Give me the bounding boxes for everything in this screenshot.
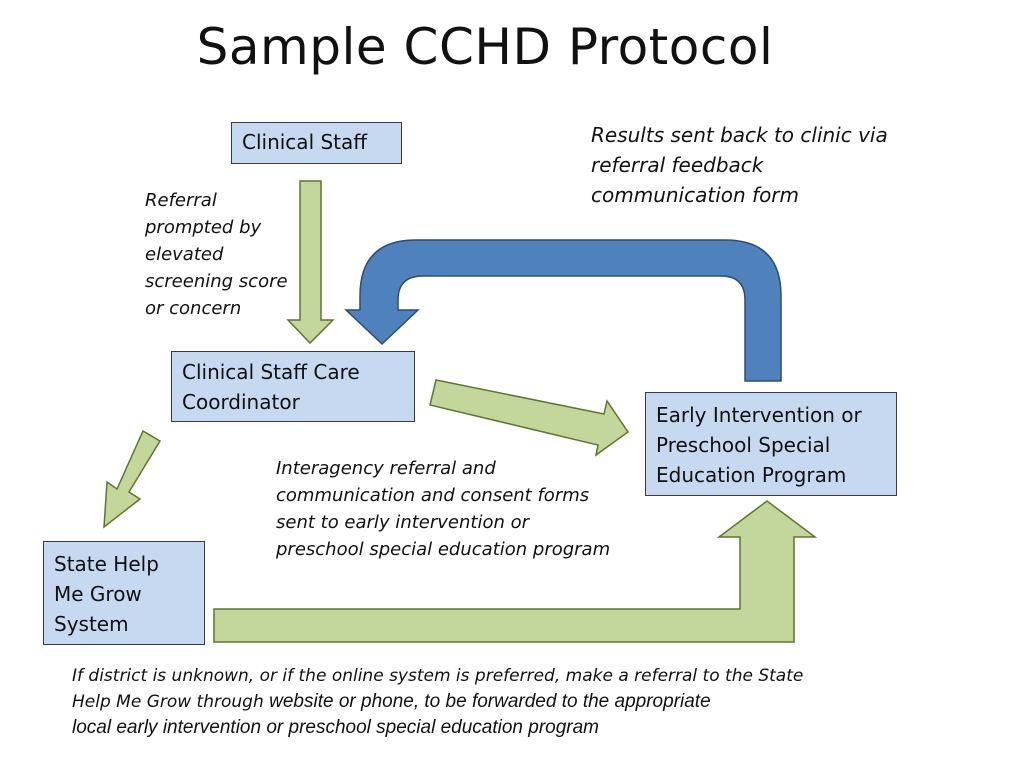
interagency-line2: communication and consent forms <box>276 485 590 506</box>
state-hmg-label-line1: State Help <box>54 552 159 576</box>
referral-prompt-line5: or concern <box>145 298 242 319</box>
early-intervention-label-line2: Preschool Special <box>656 433 831 457</box>
state-hmg-label-line3: System <box>54 612 129 636</box>
early-intervention-label-line1: Early Intervention or <box>656 403 862 427</box>
referral-prompt-line2: prompted by <box>145 217 262 238</box>
page-title: Sample CCHD Protocol <box>196 18 774 76</box>
referral-prompt-line1: Referral <box>145 190 217 211</box>
state-hmg-label-line2: Me Grow <box>54 582 142 606</box>
interagency-note: Interagency referral and communication a… <box>276 455 610 563</box>
results-sent-back-line2: referral feedback <box>591 153 764 177</box>
district-unknown-line2-italic: Help Me Grow through <box>72 692 270 712</box>
interagency-line4: preschool special education program <box>276 539 611 560</box>
district-unknown-line2-plain: website or phone, to be forwarded to the… <box>269 691 711 712</box>
results-sent-back-note: Results sent back to clinic via referral… <box>591 120 888 210</box>
referral-prompt-note: Referral prompted by elevated screening … <box>145 187 288 322</box>
clinical-staff-box: Clinical Staff <box>231 122 402 164</box>
arrow-staff-to-coordinator <box>286 180 335 345</box>
care-coordinator-label-line2: Coordinator <box>182 390 300 414</box>
results-sent-back-line1: Results sent back to clinic via <box>591 123 888 147</box>
interagency-line1: Interagency referral and <box>276 458 496 479</box>
district-unknown-line1: If district is unknown, or if the online… <box>72 666 804 686</box>
arrow-hmg-to-ei <box>213 500 818 643</box>
referral-prompt-line3: elevated <box>145 244 224 265</box>
care-coordinator-box: Clinical Staff Care Coordinator <box>171 351 415 422</box>
arrow-coordinator-to-hmg <box>103 429 162 529</box>
state-hmg-box: State Help Me Grow System <box>43 541 205 645</box>
early-intervention-box: Early Intervention or Preschool Special … <box>645 392 897 496</box>
district-unknown-line3: local early intervention or preschool sp… <box>72 717 600 738</box>
district-unknown-line2: Help Me Grow through website or phone, t… <box>72 689 803 715</box>
clinical-staff-label: Clinical Staff <box>242 130 368 154</box>
care-coordinator-label-line1: Clinical Staff Care <box>182 360 360 384</box>
district-unknown-note: If district is unknown, or if the online… <box>72 663 803 741</box>
referral-prompt-line4: screening score <box>145 271 288 292</box>
interagency-line3: sent to early intervention or <box>276 512 530 533</box>
arrow-feedback-to-coordinator <box>344 239 782 382</box>
early-intervention-label-line3: Education Program <box>656 463 847 487</box>
results-sent-back-line3: communication form <box>591 183 800 207</box>
arrow-coordinator-to-ei <box>429 379 630 457</box>
